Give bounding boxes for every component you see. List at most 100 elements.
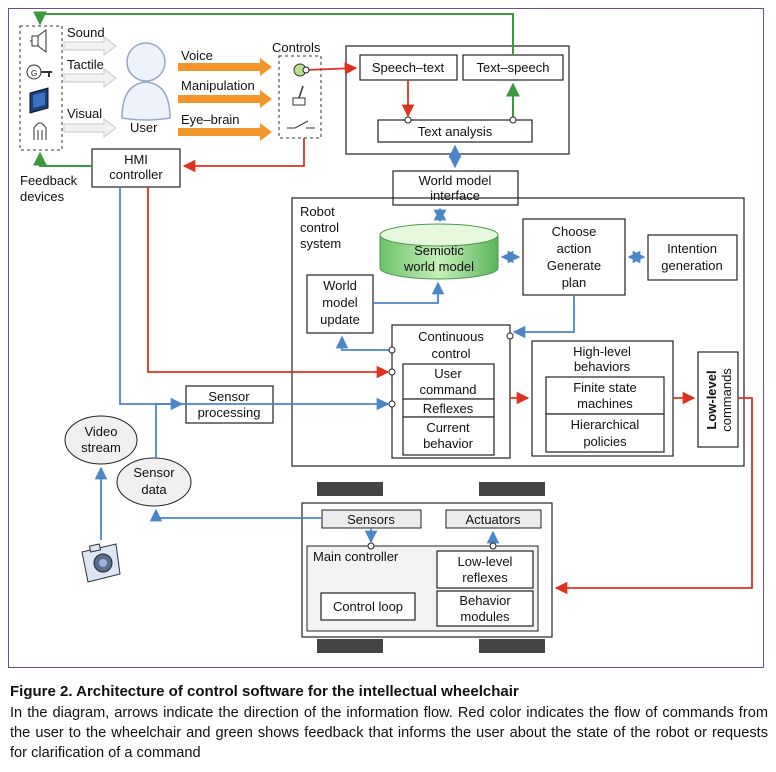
info-arrow-hmi-continuous <box>119 187 390 411</box>
behavior-modules-box <box>436 590 534 627</box>
intention-label-1: Intention <box>667 241 717 256</box>
wmu-label-1: World <box>323 278 357 293</box>
text-analysis-label: Text analysis <box>418 124 493 139</box>
eye-brain-label: Eye–brain <box>181 112 240 127</box>
choose-action-label-1: Choose <box>552 224 597 239</box>
fsm-label-1: Finite state <box>573 380 637 395</box>
figure-caption-title: Figure 2. Architecture of control softwa… <box>10 683 519 700</box>
sensor-data-node <box>116 457 192 507</box>
svg-text:G: G <box>31 69 37 78</box>
user-command-label-1: User <box>434 366 462 381</box>
world-model-interface-label-1: World model <box>419 173 492 188</box>
sound-label: Sound <box>67 25 105 40</box>
robot-control-label-3: system <box>300 236 341 251</box>
figure-caption-body: In the diagram, arrows indicate the dire… <box>10 705 768 761</box>
fsm-label-2: machines <box>577 396 633 411</box>
info-arrow-update-semiotic <box>373 281 445 304</box>
text-speech-box <box>462 54 564 81</box>
user-command-label-2: command <box>419 382 476 397</box>
feedback-devices-label-2: devices <box>20 189 65 204</box>
choose-action-label-2: action <box>557 241 592 256</box>
user-output-arrows <box>178 58 272 141</box>
switch-icon <box>287 120 315 129</box>
current-behavior-label-2: behavior <box>423 436 474 451</box>
semiotic-world-model-cylinder <box>379 223 499 280</box>
text-analysis-box <box>377 119 533 143</box>
sensor-data-label-2: data <box>141 482 167 497</box>
user-icon <box>121 42 171 121</box>
current-behavior-box <box>402 416 495 456</box>
low-level-commands-label-2: commands <box>719 368 734 432</box>
wheel-top-left <box>317 482 383 496</box>
command-arrow-low-to-platform <box>554 397 753 595</box>
continuous-control-label-1: Continuous <box>418 329 484 344</box>
visual-label: Visual <box>67 106 102 121</box>
sensor-processing-label-2: processing <box>198 405 261 420</box>
sensory-input-arrows <box>63 36 117 138</box>
controls-label: Controls <box>272 40 321 55</box>
text-speech-label: Text–speech <box>477 60 550 75</box>
wmu-label-2: model <box>322 295 358 310</box>
high-level-label-2: behaviors <box>574 359 631 374</box>
actuators-label: Actuators <box>466 512 521 527</box>
feedback-arrow-speech-to-devices <box>33 11 514 55</box>
command-arrow-controls-to-hmi <box>182 138 305 173</box>
main-controller-label: Main controller <box>313 549 399 564</box>
hmi-controller-box <box>91 148 181 188</box>
command-arrow-hmi-to-continuous <box>147 187 390 379</box>
actuators-box <box>445 509 542 529</box>
user-command-box <box>402 363 495 400</box>
low-level-commands-box <box>697 351 739 448</box>
speech-text-box <box>359 54 458 81</box>
command-arrow-voice-to-speech <box>305 62 358 75</box>
world-model-interface-box <box>392 170 519 206</box>
hmi-controller-label-2: controller <box>109 167 163 182</box>
controls-box <box>278 55 322 139</box>
low-level-reflexes-box <box>436 550 534 589</box>
user-label: User <box>130 120 158 135</box>
robot-control-system-box <box>291 197 745 467</box>
figure-frame <box>8 8 764 668</box>
architecture-diagram: G Sound Tactile Visual Feedback devices … <box>19 11 753 653</box>
hier-label-1: Hierarchical <box>571 417 640 432</box>
semiotic-label-1: Semiotic <box>414 243 464 258</box>
voice-label: Voice <box>181 48 213 63</box>
low-level-reflexes-label-1: Low-level <box>458 554 513 569</box>
hierarchical-policies-box <box>545 413 665 453</box>
manipulation-label: Manipulation <box>181 78 255 93</box>
speaker-icon <box>30 29 47 53</box>
video-stream-node <box>64 415 138 465</box>
robot-control-label-2: control <box>300 220 339 235</box>
wheel-bottom-right <box>479 639 545 653</box>
feedback-devices-box <box>19 25 63 151</box>
tactile-key-icon: G <box>26 64 52 80</box>
finite-state-machines-box <box>545 376 665 415</box>
speech-text-label: Speech–text <box>372 60 445 75</box>
connector-ports <box>302 66 517 550</box>
info-arrow-sensors-data <box>149 508 322 522</box>
choose-action-box <box>522 218 626 296</box>
world-model-interface-label-2: interface <box>430 188 480 203</box>
reflexes-label: Reflexes <box>423 401 474 416</box>
wheel-top-right <box>479 482 545 496</box>
low-level-reflexes-label-2: reflexes <box>462 570 508 585</box>
video-stream-label-2: stream <box>81 440 121 455</box>
continuous-control-label-2: control <box>431 346 470 361</box>
sensors-label: Sensors <box>347 512 395 527</box>
monitor-icon <box>29 87 49 114</box>
camera-icon <box>81 543 121 583</box>
world-model-update-box <box>306 274 374 334</box>
high-level-label-1: High-level <box>573 344 631 359</box>
lamp-icon <box>33 122 47 140</box>
hmi-controller-label-1: HMI <box>124 152 148 167</box>
info-arrow-choose-continuous <box>512 295 575 339</box>
joystick-icon <box>292 85 306 106</box>
behavior-modules-label-1: Behavior <box>459 593 511 608</box>
info-arrow-sensordata-processing <box>155 397 184 458</box>
feedback-devices-label-1: Feedback <box>20 173 78 188</box>
control-loop-box <box>320 592 416 621</box>
robot-control-label-1: Robot <box>300 204 335 219</box>
sensor-processing-label-1: Sensor <box>208 389 250 404</box>
control-loop-label: Control loop <box>333 599 403 614</box>
video-stream-label-1: Video <box>84 424 117 439</box>
